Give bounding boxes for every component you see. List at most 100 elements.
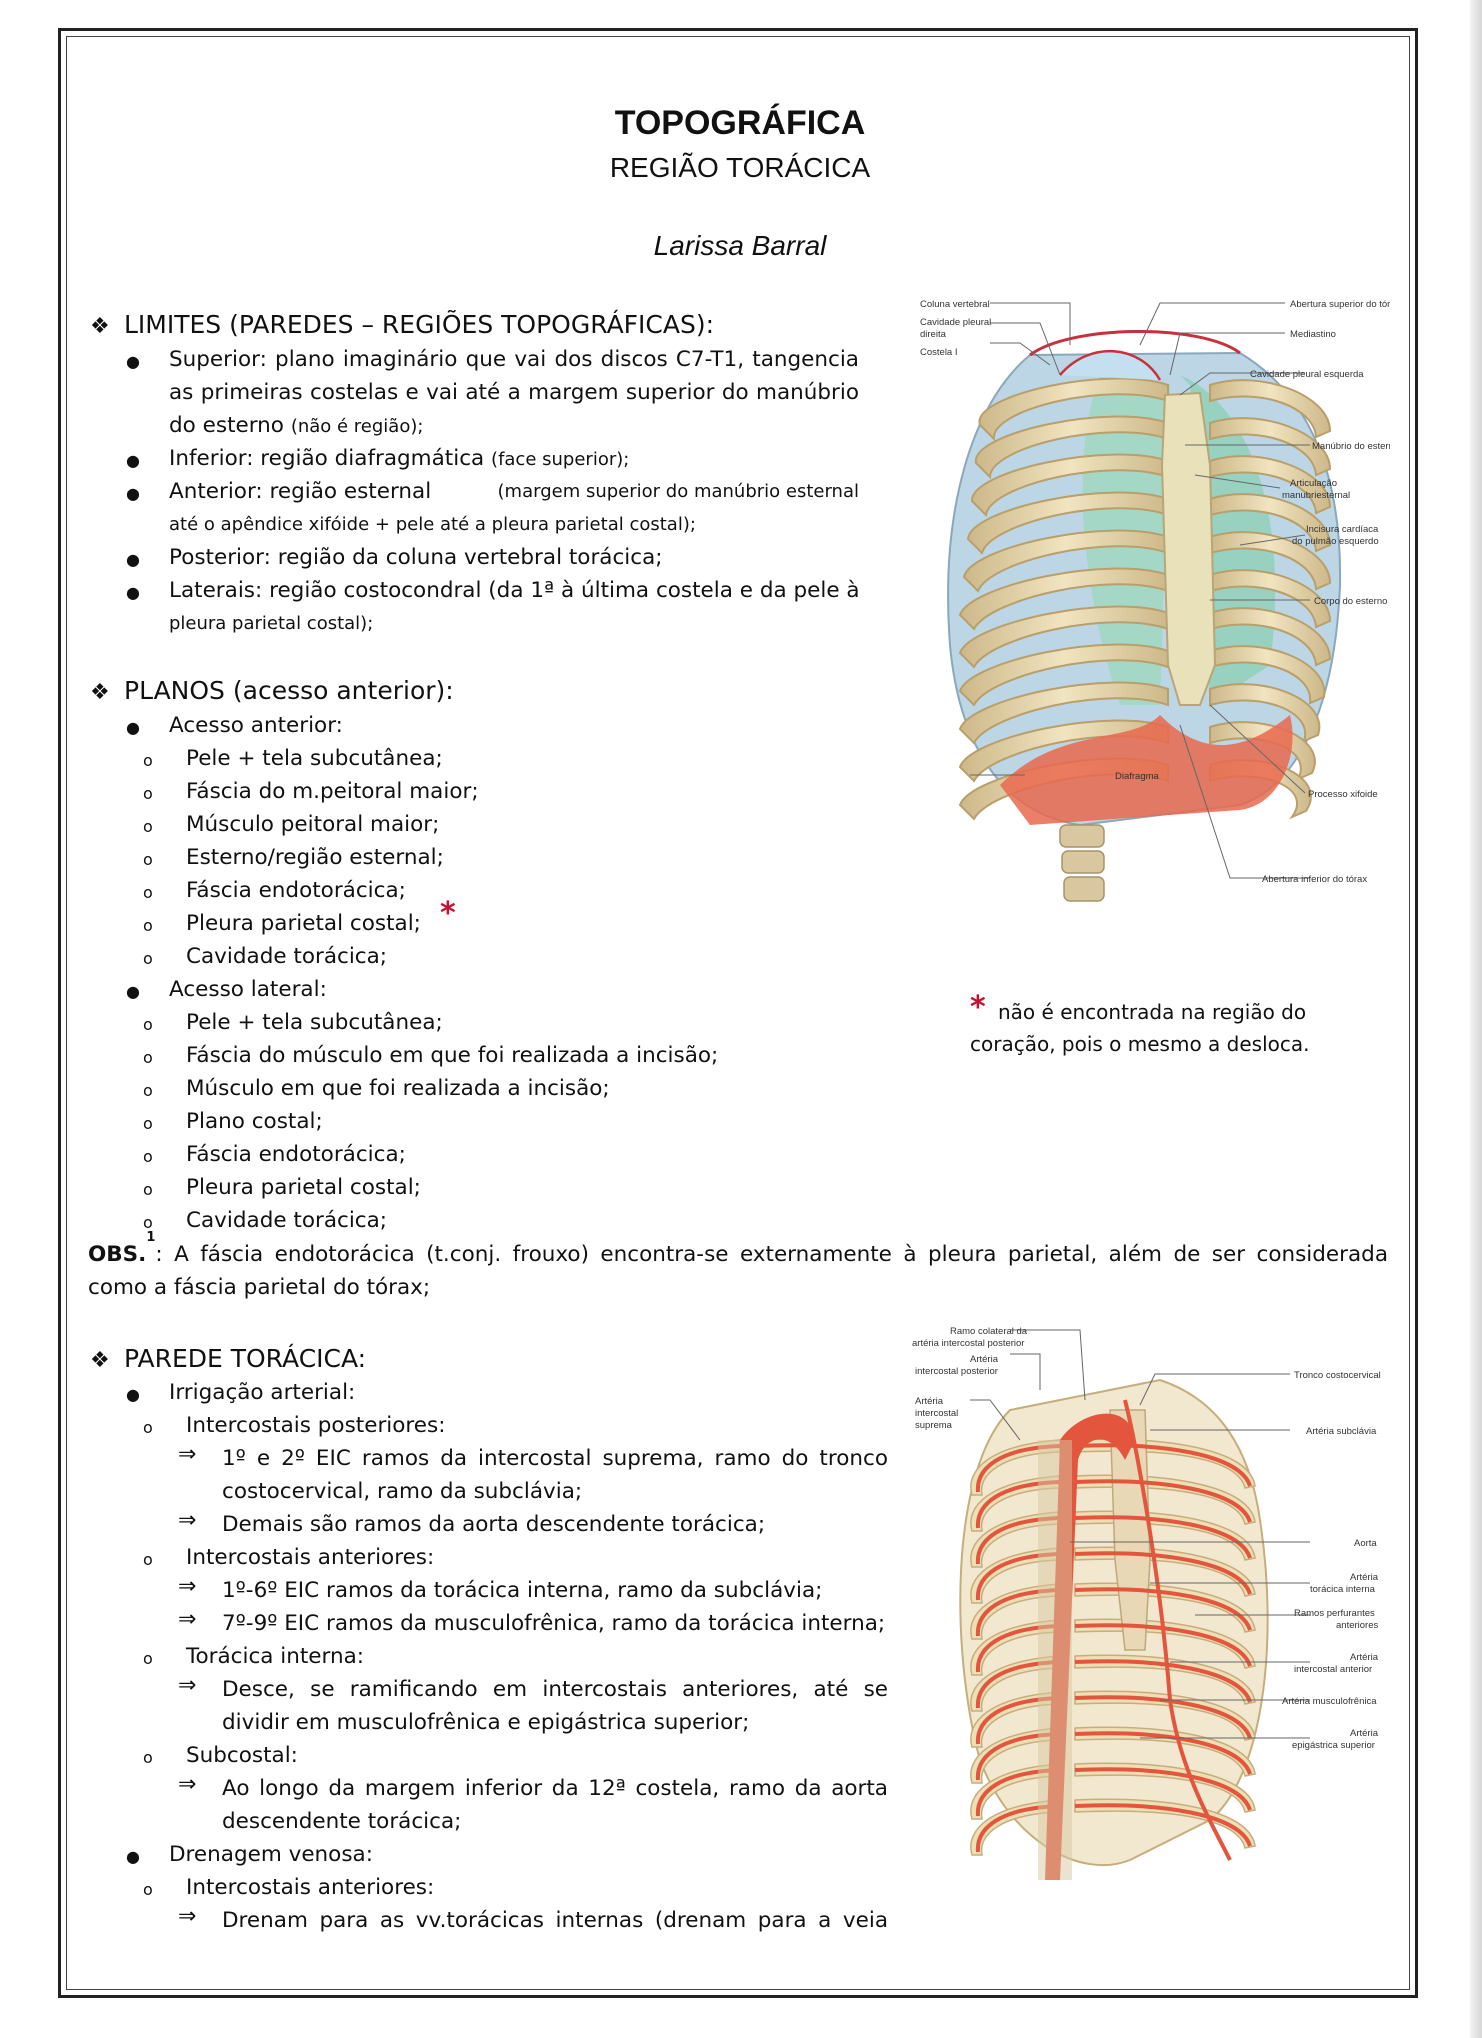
intercostal-artery	[1074, 1443, 1252, 1487]
label-art-post: Artéria	[970, 1354, 999, 1365]
label-art-sup: intercostal	[915, 1408, 958, 1419]
section-heading: PLANOS (acesso anterior):	[124, 676, 454, 705]
limites-text: Anterior: região esternal	[169, 479, 432, 504]
doc-subtitle: REGIÃO TORÁCICA	[609, 152, 871, 183]
planos-lateral-label: Acesso lateral:	[169, 977, 327, 1002]
circle-bullet-icon: o	[143, 1180, 153, 1199]
label-incisura: Incisura cardíaca	[1306, 524, 1379, 535]
diamond-bullet-icon: ❖	[90, 1348, 110, 1373]
list-item: Fáscia do músculo em que foi realizada a…	[186, 1043, 719, 1068]
obs-text: : A fáscia endotorácica (t.conj. frouxo)…	[155, 1242, 1388, 1267]
rib-right	[970, 1691, 1061, 1748]
circle-bullet-icon: o	[143, 1081, 153, 1100]
label-subclavia: Artéria subclávia	[1306, 1426, 1377, 1437]
bullet-icon: ●	[126, 1385, 140, 1404]
label-cav-dir: Cavidade pleural	[920, 317, 991, 328]
circle-bullet-icon: o	[143, 916, 153, 935]
rib-right	[970, 1763, 1061, 1820]
circle-bullet-icon: o	[143, 751, 153, 770]
list-item: Fáscia do m.peitoral maior;	[186, 779, 479, 804]
limites-line: do esterno (não é região);	[169, 409, 423, 443]
circle-bullet-icon: o	[143, 883, 153, 902]
circle-bullet-icon: o	[143, 1649, 153, 1668]
circle-bullet-icon: o	[143, 1114, 153, 1133]
doc-author: Larissa Barral	[653, 230, 827, 261]
intercostal-artery	[1074, 1515, 1252, 1559]
label-epigastrica: epigástrica superior	[1292, 1740, 1375, 1751]
circle-bullet-icon: o	[143, 1015, 153, 1034]
limites-line: Superior: plano imaginário que vai dos d…	[169, 347, 859, 372]
obs-line-1: OBS.1: A fáscia endotorácica (t.conj. fr…	[88, 1230, 1388, 1271]
arrow-icon: ⇒	[178, 1442, 197, 1467]
label-articulacao: manubriesternal	[1282, 490, 1350, 501]
rib-left	[1209, 531, 1332, 591]
label-ramo: artéria intercostal posterior	[912, 1338, 1024, 1349]
limites-note: (não é região);	[290, 416, 424, 437]
circle-bullet-icon: o	[143, 949, 153, 968]
arrow-icon: ⇒	[178, 1574, 197, 1599]
label-toracica-interna: torácica interna	[1310, 1584, 1376, 1595]
circle-bullet-icon: o	[143, 1147, 153, 1166]
arrow-icon: ⇒	[178, 1772, 197, 1797]
intercostal-artery	[1074, 1659, 1252, 1703]
section-heading: PAREDE TORÁCICA:	[124, 1344, 367, 1373]
rib-right	[970, 1799, 1061, 1856]
limites-line: até o apêndice xifóide + pele até a pleu…	[169, 514, 696, 535]
page-border-inner	[66, 36, 1410, 1990]
thoracic-cage-illustration: Coluna vertebral Cavidade pleural direit…	[920, 299, 1390, 902]
bullet-icon: ●	[126, 982, 140, 1001]
note-line: coração, pois o mesmo a desloca.	[970, 1032, 1310, 1056]
rib-right	[978, 377, 1169, 442]
bullet-icon: ●	[126, 550, 140, 569]
rib-left	[1209, 455, 1332, 515]
note-line: não é encontrada na região do	[998, 1000, 1307, 1024]
intercostal-artery	[1074, 1623, 1252, 1667]
circle-bullet-icon: o	[143, 817, 153, 836]
parede-line: Ao longo da margem inferior da 12ª coste…	[222, 1776, 888, 1801]
bullet-icon: ●	[126, 484, 140, 503]
section-limites: ❖LIMITES (PAREDES – REGIÕES TOPOGRÁFICAS…	[90, 308, 714, 344]
page-border-outer	[58, 28, 1418, 1998]
thoracic-arteries-illustration: Ramo colateral da artéria intercostal po…	[912, 1326, 1381, 1880]
list-item: Esterno/região esternal;	[186, 845, 444, 870]
obs-sup: 1	[146, 1230, 156, 1245]
obs-label: OBS.	[88, 1242, 147, 1267]
label-art-sup: suprema	[915, 1420, 953, 1431]
parede-line: Demais são ramos da aorta descendente to…	[222, 1512, 766, 1537]
label-mediastino: Mediastino	[1290, 329, 1336, 340]
bullet-icon: ●	[126, 1847, 140, 1866]
rib-left	[1209, 607, 1332, 667]
label-diafragma: Diafragma	[1115, 771, 1160, 782]
circle-bullet-icon: o	[143, 784, 153, 803]
circle-bullet-icon: o	[143, 1418, 153, 1437]
list-item: Pleura parietal costal;	[186, 911, 421, 936]
circle-bullet-icon: o	[143, 1048, 153, 1067]
list-item: Fáscia endotorácica;	[186, 878, 406, 903]
rib-right	[970, 1475, 1061, 1532]
section-parede: ❖ PAREDE TORÁCICA:	[90, 1342, 366, 1378]
parede-line: 7º-9º EIC ramos da musculofrênica, ramo …	[222, 1611, 886, 1636]
label-articulacao: Articulação	[1290, 478, 1337, 489]
limites-line: Inferior: região diafragmática (face sup…	[169, 442, 629, 476]
rib-left	[1209, 683, 1321, 743]
label-xifoide: Processo xifoide	[1308, 789, 1378, 800]
list-item: Músculo peitoral maior;	[186, 812, 440, 837]
limites-line: pleura parietal costal);	[169, 613, 374, 634]
parede-line: Irrigação arterial:	[169, 1380, 356, 1405]
label-incisura: do pulmão esquerdo	[1292, 536, 1379, 547]
section-heading: LIMITES (PAREDES – REGIÕES TOPOGRÁFICAS)…	[124, 310, 715, 339]
parede-line: Intercostais anteriores:	[186, 1875, 435, 1900]
circle-bullet-icon: o	[143, 1748, 153, 1767]
rib-left	[1209, 417, 1332, 477]
rib-right	[970, 1439, 1061, 1496]
parede-line: Drenam para as vv.torácicas internas (dr…	[222, 1908, 888, 1933]
rib-left	[1074, 1690, 1256, 1741]
page-edge-shadow	[1470, 0, 1482, 2038]
list-item: Cavidade torácica;	[186, 1208, 388, 1233]
circle-bullet-icon: o	[143, 1880, 153, 1899]
limites-line: Posterior: região da coluna vertebral to…	[169, 545, 663, 570]
rib-left	[1074, 1654, 1256, 1705]
bullet-icon: ●	[126, 352, 140, 371]
rib-left	[1209, 379, 1332, 439]
limites-line: Laterais: região costocondral (da 1ª à ú…	[169, 578, 860, 603]
